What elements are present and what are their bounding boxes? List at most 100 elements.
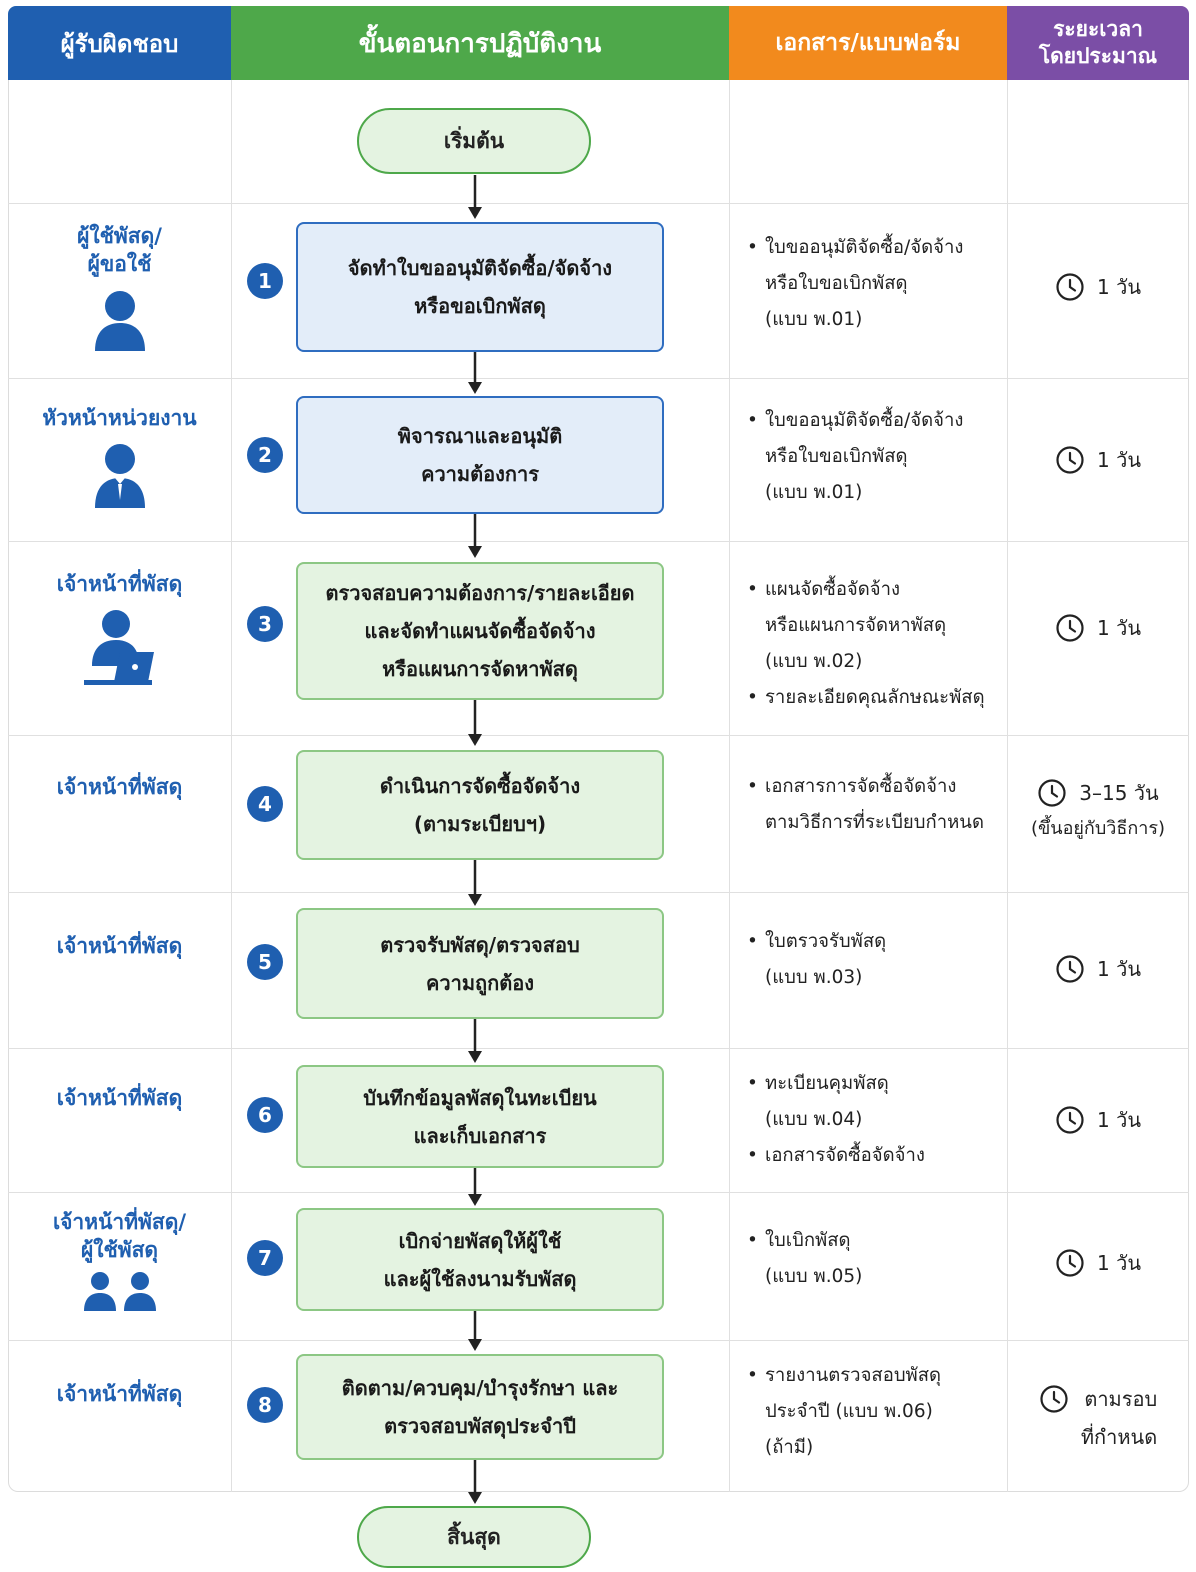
column-divider	[231, 80, 232, 1492]
document-line: รายงานตรวจสอบพัสดุ	[765, 1365, 942, 1386]
documents-step-8: รายงานตรวจสอบพัสดุประจำปี (แบบ พ.06) (ถ้า…	[745, 1358, 1007, 1466]
document-line: ตามวิธีการที่ระเบียบกำหนด	[765, 812, 984, 834]
document-line: แผนจัดซื้อจัดจ้าง	[765, 579, 901, 600]
column-divider	[1007, 80, 1008, 1492]
responsible-step-7: เจ้าหน้าที่พัสดุ/ ผู้ใช้พัสดุ	[8, 1208, 231, 1311]
flow-arrow	[468, 1019, 482, 1063]
duration-step-3: 1 วัน	[1007, 610, 1189, 646]
step-text-line: ความต้องการ	[421, 462, 539, 486]
step-box-5: ตรวจรับพัสดุ/ตรวจสอบความถูกต้อง	[296, 908, 664, 1019]
clock-icon	[1056, 273, 1084, 301]
document-line: ใบขออนุมัติจัดซื้อ/จัดจ้าง	[765, 237, 964, 258]
document-item: รายงานตรวจสอบพัสดุประจำปี (แบบ พ.06) (ถ้า…	[745, 1358, 1007, 1466]
step-number-8: 8	[247, 1387, 283, 1423]
header-duration-line1: ระยะเวลา	[1053, 16, 1143, 41]
step-text-line: หรือขอเบิกพัสดุ	[414, 294, 546, 318]
clock-icon	[1056, 446, 1084, 474]
step-text-line: หรือแผนการจัดหาพัสดุ	[382, 657, 578, 681]
start-label: เริ่มต้น	[443, 128, 505, 153]
clock-icon	[1038, 779, 1066, 807]
documents-step-5: ใบตรวจรับพัสดุ (แบบ พ.03)	[745, 924, 1007, 996]
step-box-8: ติดตาม/ควบคุม/บำรุงรักษา และตรวจสอบพัสดุ…	[296, 1354, 664, 1460]
step-text-line: ติดตาม/ควบคุม/บำรุงรักษา และ	[341, 1376, 619, 1400]
flow-arrow	[468, 1460, 482, 1504]
responsible-step-3: เจ้าหน้าที่พัสดุ	[8, 570, 231, 688]
flow-arrow	[468, 352, 482, 394]
duration-step-7: 1 วัน	[1007, 1245, 1189, 1281]
step-box-3: ตรวจสอบความต้องการ/รายละเอียดและจัดทำแผน…	[296, 562, 664, 700]
duration-value: 1 วัน	[1097, 275, 1141, 299]
flow-arrow	[468, 175, 482, 219]
manager-icon	[94, 444, 145, 509]
document-line: (แบบ พ.03)	[765, 967, 863, 989]
duration-step-4: 3–15 วัน (ขึ้นอยู่กับวิธีการ)	[1007, 772, 1189, 848]
responsible-step-8: เจ้าหน้าที่พัสดุ	[8, 1380, 231, 1408]
responsible-line: เจ้าหน้าที่พัสดุ	[56, 775, 183, 799]
flow-arrow	[468, 700, 482, 746]
responsible-line: ผู้ใช้พัสดุ/	[77, 224, 162, 248]
step-number-5: 5	[247, 944, 283, 980]
row-divider	[8, 1340, 1189, 1341]
document-item: ใบขออนุมัติจัดซื้อ/จัดจ้างหรือใบขอเบิกพั…	[745, 403, 1007, 511]
header-duration: ระยะเวลาโดยประมาณ	[1007, 6, 1189, 80]
step-number-7: 7	[247, 1240, 283, 1276]
document-item: รายละเอียดคุณลักษณะพัสดุ	[745, 680, 1007, 716]
documents-step-1: ใบขออนุมัติจัดซื้อ/จัดจ้างหรือใบขอเบิกพั…	[745, 230, 1007, 338]
document-line: (แบบ พ.01)	[765, 309, 863, 331]
end-terminal: สิ้นสุด	[357, 1506, 591, 1568]
header-documents: เอกสาร/แบบฟอร์ม	[729, 6, 1007, 80]
responsible-step-5: เจ้าหน้าที่พัสดุ	[8, 932, 231, 960]
responsible-line: ผู้ใช้พัสดุ	[80, 1238, 159, 1263]
step-box-2: พิจารณาและอนุมัติความต้องการ	[296, 396, 664, 514]
documents-step-4: เอกสารการจัดซื้อจัดจ้างตามวิธีการที่ระเบ…	[745, 769, 1007, 841]
responsible-line: หัวหน้าหน่วยงาน	[42, 406, 197, 430]
end-label: สิ้นสุด	[447, 1524, 501, 1549]
row-divider	[8, 892, 1189, 893]
step-text-line: บันทึกข้อมูลพัสดุในทะเบียน	[363, 1085, 597, 1110]
responsible-step-2: หัวหน้าหน่วยงาน	[8, 404, 231, 510]
responsible-line: เจ้าหน้าที่พัสดุ	[56, 1086, 183, 1110]
step-text-line: และเก็บเอกสาร	[413, 1123, 547, 1148]
clock-icon	[1040, 1385, 1068, 1413]
document-line: (ถ้ามี)	[765, 1437, 814, 1459]
step-number-2: 2	[247, 437, 283, 473]
step-text-line: เบิกจ่ายพัสดุให้ผู้ใช้	[398, 1228, 562, 1253]
document-line: หรือใบขอเบิกพัสดุ	[765, 273, 908, 295]
duration-step-1: 1 วัน	[1007, 269, 1189, 305]
step-text-line: ตรวจรับพัสดุ/ตรวจสอบ	[380, 932, 580, 957]
document-line: รายละเอียดคุณลักษณะพัสดุ	[765, 687, 985, 709]
flow-arrow	[468, 860, 482, 906]
responsible-line: เจ้าหน้าที่พัสดุ	[56, 1382, 183, 1406]
step-text-line: ความถูกต้อง	[425, 970, 534, 995]
clock-icon	[1056, 1249, 1084, 1277]
document-line: ประจำปี (แบบ พ.06)	[765, 1401, 933, 1423]
document-line: หรือแผนการจัดหาพัสดุ	[765, 615, 947, 637]
header-procedure: ขั้นตอนการปฏิบัติงาน	[231, 6, 729, 80]
document-item: แผนจัดซื้อจัดจ้างหรือแผนการจัดหาพัสดุ(แบ…	[745, 572, 1007, 680]
step-text-line: จัดทำใบขออนุมัติจัดซื้อ/จัดจ้าง	[347, 256, 613, 280]
row-divider	[8, 735, 1189, 736]
clock-icon	[1056, 614, 1084, 642]
documents-step-3: แผนจัดซื้อจัดจ้างหรือแผนการจัดหาพัสดุ(แบ…	[745, 572, 1007, 716]
document-line: เอกสารจัดซื้อจัดจ้าง	[765, 1145, 925, 1167]
document-line: ใบตรวจรับพัสดุ	[765, 931, 887, 952]
flow-arrow	[468, 1168, 482, 1206]
responsible-line: เจ้าหน้าที่พัสดุ	[56, 572, 183, 596]
step-text-line: และผู้ใช้ลงนามรับพัสดุ	[383, 1266, 577, 1291]
duration-note: (ขึ้นอยู่กับวิธีการ)	[1030, 817, 1166, 839]
duration-step-8: ตามรอบ ที่กำหนด	[1007, 1380, 1189, 1460]
row-divider	[8, 1048, 1189, 1049]
responsible-step-6: เจ้าหน้าที่พัสดุ	[8, 1084, 231, 1112]
responsible-line: เจ้าหน้าที่พัสดุ/	[52, 1210, 187, 1234]
duration-line: ที่กำหนด	[1080, 1425, 1158, 1449]
document-line: เอกสารการจัดซื้อจัดจ้าง	[765, 776, 957, 797]
start-terminal: เริ่มต้น	[357, 108, 591, 174]
person-icon	[94, 290, 145, 351]
document-item: ใบเบิกพัสดุ(แบบ พ.05)	[745, 1223, 1007, 1295]
document-line: (แบบ พ.05)	[765, 1266, 863, 1288]
row-divider	[8, 378, 1189, 379]
clock-icon	[1056, 955, 1084, 983]
step-number-6: 6	[247, 1097, 283, 1133]
step-number-1: 1	[247, 263, 283, 299]
step-text-line: ตรวจสอบความต้องการ/รายละเอียด	[325, 581, 635, 605]
